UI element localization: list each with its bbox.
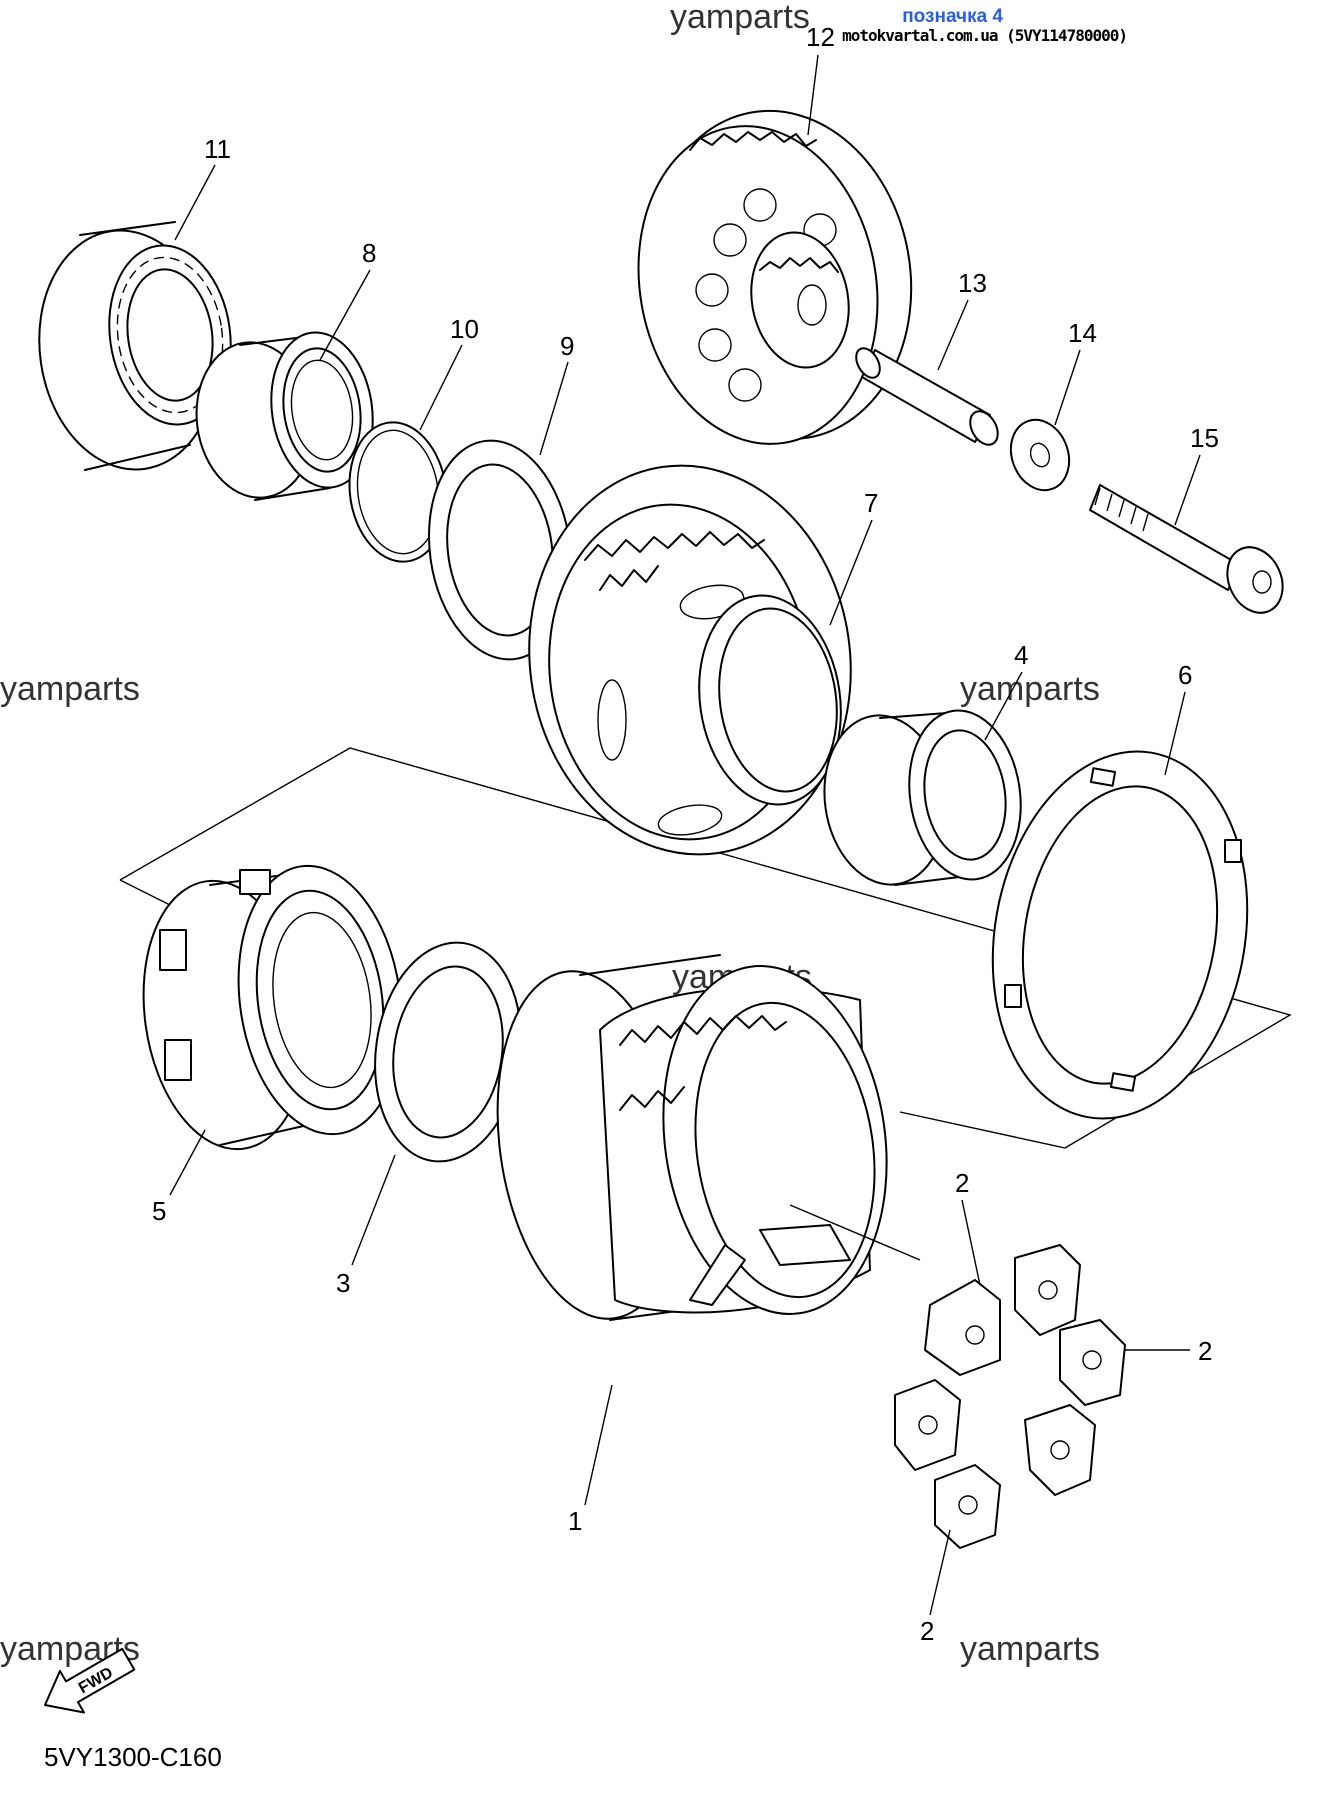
part-3-washer xyxy=(374,941,522,1163)
callout-10: 10 xyxy=(450,314,479,344)
callout-2-right: 2 xyxy=(1198,1336,1212,1366)
part-4-collar xyxy=(823,709,1022,886)
callouts: 11 8 10 9 12 13 14 15 7 4 6 5 3 1 2 2 2 xyxy=(152,22,1219,1646)
callout-4: 4 xyxy=(1014,640,1028,670)
callout-9: 9 xyxy=(560,331,574,361)
diagram-code: 5VY1300-C160 xyxy=(44,1742,222,1772)
watermark-right: yamparts xyxy=(960,670,1100,708)
callout-13: 13 xyxy=(958,268,987,298)
callout-14: 14 xyxy=(1068,318,1097,348)
callout-2-top: 2 xyxy=(955,1168,969,1198)
watermark-bottom-right: yamparts xyxy=(960,1630,1100,1668)
part-14-washer xyxy=(1009,418,1071,492)
part-12-idler-gear xyxy=(637,109,913,445)
part-1-clutch-housing xyxy=(496,954,888,1321)
leader-lines xyxy=(169,54,1201,1616)
callout-11: 11 xyxy=(204,134,231,164)
part-2-dampers xyxy=(894,1244,1126,1549)
callout-6: 6 xyxy=(1178,660,1192,690)
part-15-bolt xyxy=(1089,484,1284,614)
watermark-top: yamparts xyxy=(670,0,810,36)
callout-12: 12 xyxy=(806,22,835,52)
part-7-wheel-gear xyxy=(528,464,852,856)
callout-3: 3 xyxy=(336,1268,350,1298)
callout-7: 7 xyxy=(864,488,878,518)
callout-8: 8 xyxy=(362,238,376,268)
header-title: позначка 4 xyxy=(902,6,1003,27)
part-5-one-way-clutch xyxy=(142,864,403,1151)
header-subtitle: motokvartal.com.ua (5VY114780000) xyxy=(842,26,1128,45)
part-6-plate xyxy=(991,750,1249,1120)
part-8-collar xyxy=(195,331,374,501)
part-13-shaft xyxy=(855,347,999,446)
part-11-bearing xyxy=(38,221,232,471)
callout-15: 15 xyxy=(1190,423,1219,453)
callout-2-bottom: 2 xyxy=(920,1616,934,1646)
callout-5: 5 xyxy=(152,1196,166,1226)
watermark-left: yamparts xyxy=(0,670,140,708)
callout-1: 1 xyxy=(568,1506,582,1536)
